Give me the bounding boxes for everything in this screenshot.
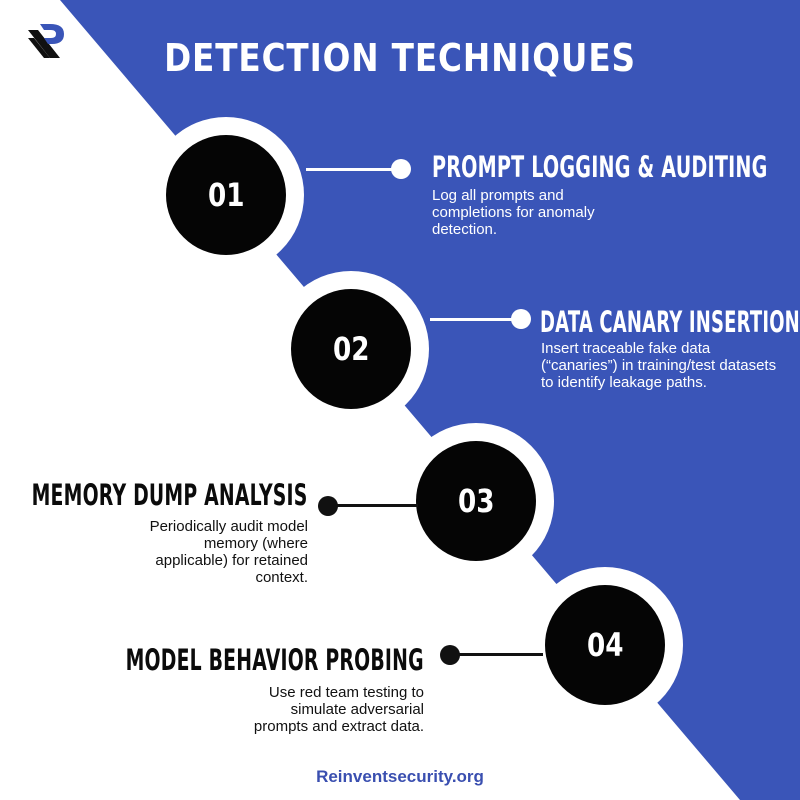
step-4-description: Use red team testing to simulate adversa…: [254, 684, 424, 735]
r-letter-logo-icon: [26, 22, 66, 62]
step-2-description: Insert traceable fake data (“canaries”) …: [541, 340, 776, 391]
step-1-badge: 01: [148, 117, 304, 273]
step-3-dot: [318, 496, 338, 516]
step-2-line: (“canaries”) in training/test datasets: [541, 357, 777, 374]
step-2-number: 02: [332, 330, 370, 368]
step-2-line: Insert traceable fake data: [541, 340, 711, 357]
step-3-heading: MEMORY DUMP ANALYSIS: [32, 478, 308, 512]
step-2-badge: 02: [273, 271, 429, 427]
step-1-connector: [306, 168, 402, 171]
step-4-number: 04: [586, 626, 624, 664]
step-3-line: applicable) for retained: [155, 552, 308, 569]
step-1-description: Log all prompts and completions for anom…: [432, 187, 595, 238]
step-4-line: simulate adversarial: [290, 701, 424, 718]
step-2-connector: [430, 318, 518, 321]
step-3-line: Periodically audit model: [149, 518, 308, 535]
step-4-dot: [440, 645, 460, 665]
step-2-heading: DATA CANARY INSERTION: [540, 305, 800, 339]
step-3-badge: 03: [398, 423, 554, 579]
step-3-connector: [326, 504, 418, 507]
step-1-dot: [391, 159, 411, 179]
step-2-line: to identify leakage paths.: [541, 374, 707, 391]
step-4-connector: [447, 653, 543, 656]
step-3-number: 03: [457, 482, 495, 520]
website-link[interactable]: Reinventsecurity.org: [316, 767, 484, 786]
step-4-heading: MODEL BEHAVIOR PROBING: [125, 643, 424, 677]
step-3-description: Periodically audit model memory (where a…: [150, 518, 308, 586]
step-1-number: 01: [207, 176, 245, 214]
step-4-line: Use red team testing to: [268, 684, 424, 701]
step-1-line: detection.: [432, 221, 498, 238]
step-4-line: prompts and extract data.: [253, 718, 424, 735]
step-1-heading: PROMPT LOGGING & AUDITING: [432, 150, 768, 184]
step-1-line: Log all prompts and: [432, 187, 564, 204]
page-title: DETECTION TECHNIQUES: [164, 36, 636, 80]
step-4-badge: 04: [527, 567, 683, 723]
step-1-line: completions for anomaly: [432, 204, 595, 221]
step-3-line: memory (where: [203, 535, 308, 552]
step-3-line: context.: [255, 569, 308, 586]
step-2-dot: [511, 309, 531, 329]
